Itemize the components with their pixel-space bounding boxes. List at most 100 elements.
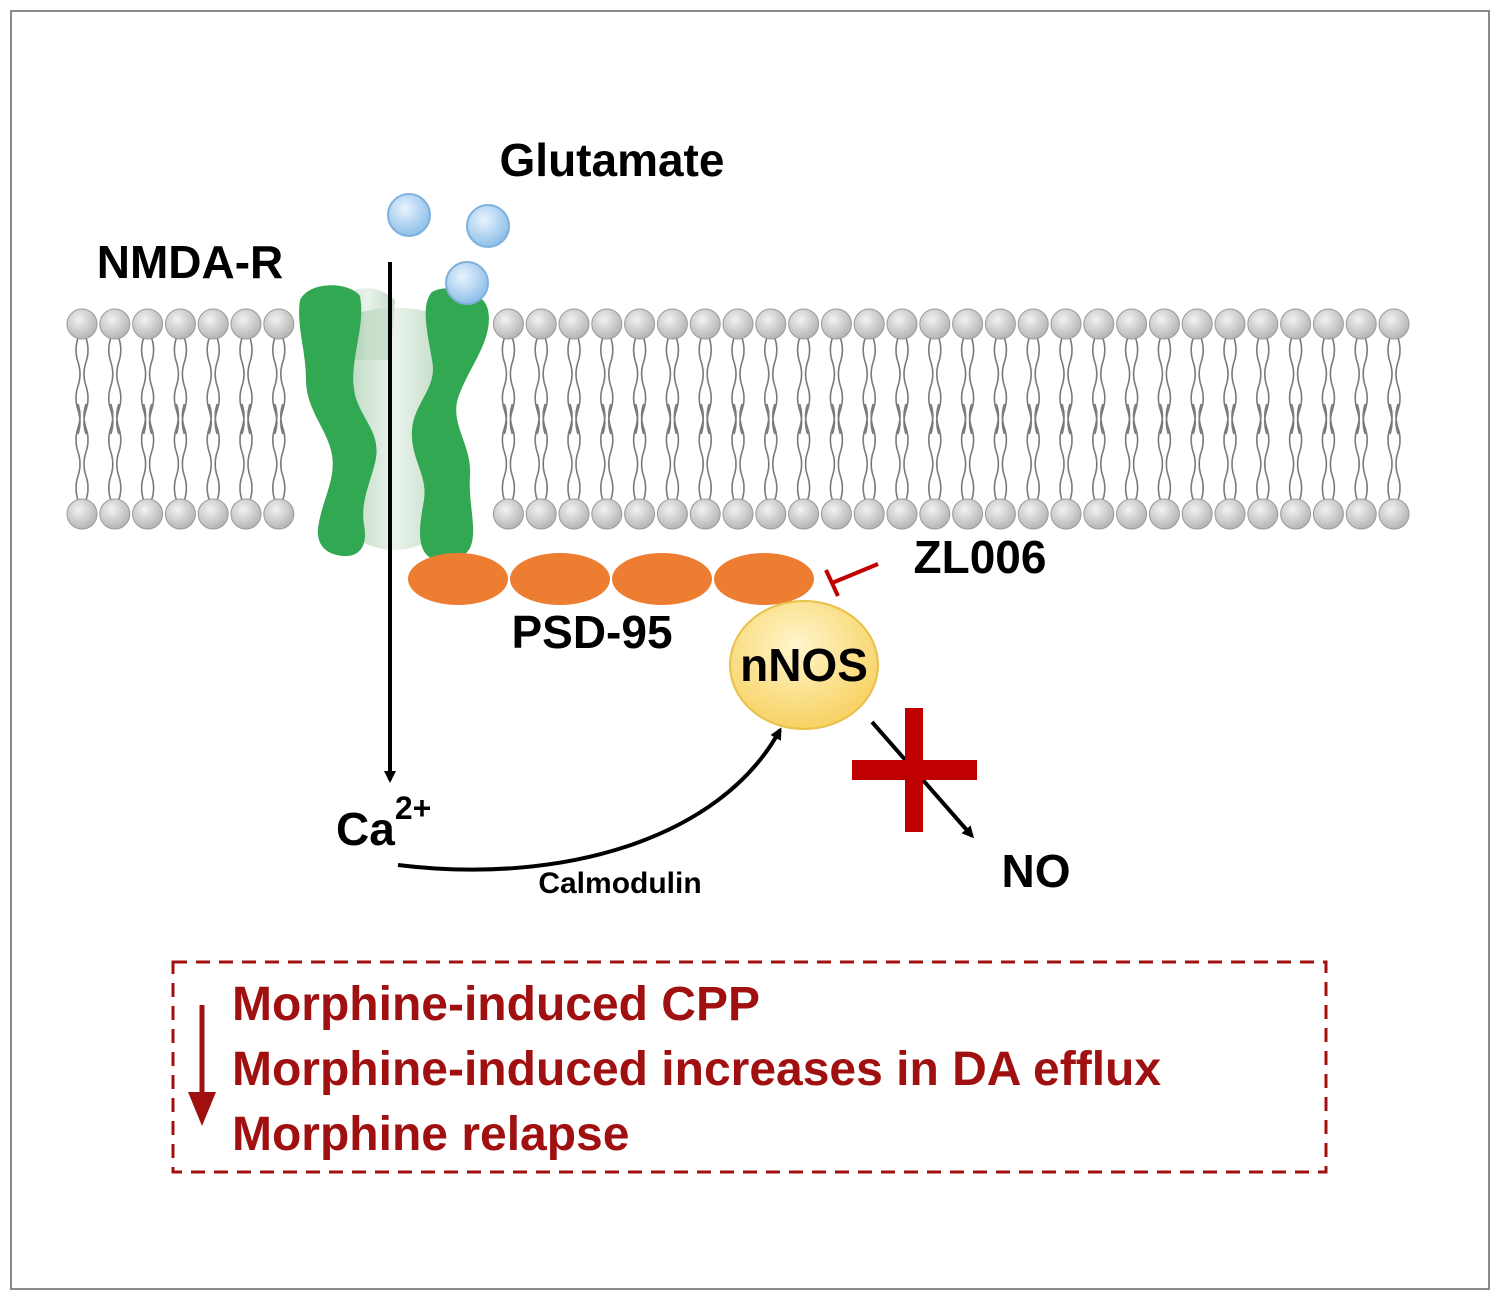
lipid-tails <box>928 337 942 501</box>
lipid-head <box>689 498 721 530</box>
nmda-subunit-left <box>299 285 377 556</box>
lipid-head <box>886 498 918 530</box>
lipid-head <box>984 308 1016 340</box>
lipid-head <box>919 308 951 340</box>
lipid-tails <box>1321 337 1336 501</box>
lipid-head <box>919 498 951 530</box>
lipid-head <box>263 308 295 340</box>
lipid-head <box>1181 498 1213 530</box>
zl006-label: ZL006 <box>914 531 1047 583</box>
lipid-tails <box>239 337 253 501</box>
lipid-head <box>230 308 262 340</box>
lipid-tails <box>993 337 1008 501</box>
lipid-head <box>656 498 688 530</box>
lipid-tails <box>173 337 188 501</box>
lipid-head <box>1214 498 1246 530</box>
lipid-tails <box>1190 337 1204 501</box>
lipid-tails <box>1223 337 1237 501</box>
blocked-cross-icon <box>852 708 977 832</box>
effect-da-efflux: Morphine-induced increases in DA efflux <box>232 1043 1161 1096</box>
glutamate-molecule <box>466 204 510 248</box>
lipid-head <box>820 498 852 530</box>
lipid-head <box>853 308 885 340</box>
psd95-domain <box>714 553 814 605</box>
lipid-head <box>164 498 196 530</box>
lipid-head <box>1050 498 1082 530</box>
lipid-head <box>1017 498 1049 530</box>
lipid-head <box>99 308 131 340</box>
lipid-head <box>66 308 98 340</box>
nmda-r-label: NMDA-R <box>97 236 284 288</box>
nmda-receptor <box>299 285 489 562</box>
lipid-tails <box>829 337 844 501</box>
lipid-tails <box>1059 337 1073 501</box>
lipid-bilayer <box>66 308 1410 530</box>
lipid-head <box>1312 308 1344 340</box>
calmodulin-label: Calmodulin <box>538 867 701 900</box>
lipid-head <box>591 498 623 530</box>
lipid-tails <box>1288 337 1303 501</box>
lipid-head <box>886 308 918 340</box>
lipid-head <box>591 308 623 340</box>
lipid-head <box>1148 498 1180 530</box>
lipid-head <box>853 498 885 530</box>
lipid-tails <box>632 337 647 501</box>
lipid-tails <box>862 337 876 501</box>
lipid-tails <box>796 337 811 501</box>
lipid-head <box>164 308 196 340</box>
lipid-head <box>820 308 852 340</box>
lipid-head <box>66 498 98 530</box>
effects-box <box>171 960 1328 1174</box>
psd95-domain <box>510 553 610 605</box>
lipid-head <box>1017 308 1049 340</box>
lipid-head <box>492 498 524 530</box>
lipid-tails <box>140 337 155 501</box>
lipid-tails <box>1256 337 1270 501</box>
lipid-tails <box>600 337 614 501</box>
lipid-tails <box>895 337 909 501</box>
lipid-head <box>99 498 131 530</box>
lipid-head <box>1378 498 1410 530</box>
lipid-head <box>525 498 557 530</box>
lipid-tails <box>501 337 516 501</box>
lipid-head <box>689 308 721 340</box>
lipid-tails <box>1387 337 1401 501</box>
lipid-head <box>132 498 164 530</box>
decrease-arrow-icon <box>188 1005 216 1126</box>
effect-relapse: Morphine relapse <box>232 1108 629 1161</box>
lipid-head <box>952 308 984 340</box>
lipid-tails <box>567 337 581 501</box>
lipid-head <box>722 498 754 530</box>
calcium-symbol: Ca <box>336 803 395 855</box>
lipid-tails <box>698 337 712 501</box>
calcium-charge: 2+ <box>395 790 431 826</box>
channel-pore-body <box>352 307 440 550</box>
lipid-head <box>1116 498 1148 530</box>
lipid-head <box>525 308 557 340</box>
lipid-head <box>1181 308 1213 340</box>
lipid-tails <box>1354 337 1368 501</box>
lipid-head <box>722 308 754 340</box>
lipid-tails <box>272 337 286 501</box>
lipid-head <box>624 498 656 530</box>
lipid-tails <box>108 337 122 501</box>
lipid-head <box>1148 308 1180 340</box>
lipid-head <box>1280 498 1312 530</box>
lipid-head <box>788 308 820 340</box>
lipid-tails <box>960 337 975 501</box>
lipid-head <box>656 308 688 340</box>
glutamate-label: Glutamate <box>500 134 725 186</box>
lipid-head <box>755 308 787 340</box>
lipid-tails <box>1026 337 1040 501</box>
lipid-head <box>624 308 656 340</box>
psd95-protein <box>408 553 814 605</box>
lipid-tails <box>1157 337 1172 501</box>
lipid-tails <box>731 337 745 501</box>
psd95-domain <box>612 553 712 605</box>
lipid-head <box>1345 308 1377 340</box>
lipid-head <box>1312 498 1344 530</box>
lipid-head <box>263 498 295 530</box>
zl006-inhibition-symbol <box>824 562 879 597</box>
lipid-head <box>755 498 787 530</box>
